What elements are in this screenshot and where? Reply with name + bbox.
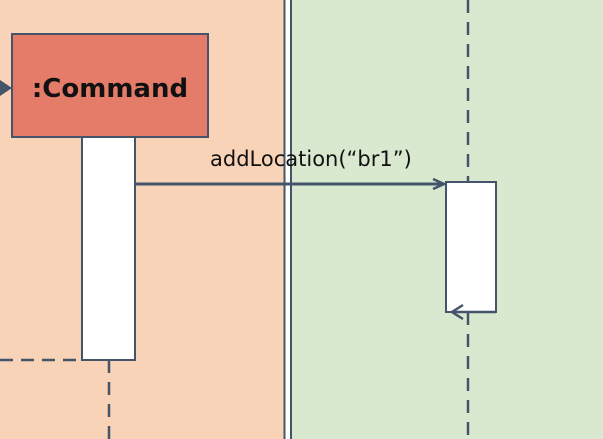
return-arrowhead bbox=[449, 303, 464, 321]
target-activation-bar bbox=[445, 181, 497, 313]
participant-command-label: :Command bbox=[32, 74, 188, 104]
incoming-call-arrowhead bbox=[0, 80, 12, 96]
participant-command-box[interactable] bbox=[11, 33, 209, 138]
call-message-label: addLocation(“br1”) bbox=[210, 147, 412, 171]
command-activation-bar bbox=[81, 136, 136, 361]
